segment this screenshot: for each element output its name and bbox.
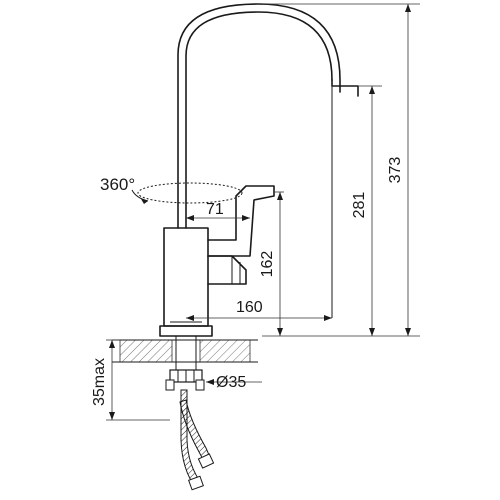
body-reach-label: 160 [236, 299, 263, 316]
spout-height-label: 281 [351, 192, 368, 219]
supply-hose-right [179, 399, 215, 491]
handle-height-label: 162 [259, 251, 276, 278]
dimension-spout-height [358, 85, 382, 336]
rotation-label: 360° [100, 175, 135, 194]
dimension-total-height [262, 3, 420, 337]
dimension-body-reach [186, 315, 332, 321]
faucet-body [159, 227, 213, 337]
hole-diameter-label: Ø35 [216, 374, 246, 391]
rotation-indicator [131, 182, 243, 204]
total-height-label: 373 [387, 157, 404, 184]
deck-thickness-label: 35max [91, 358, 108, 406]
faucet-spout [177, 3, 359, 318]
mounting-assembly [165, 335, 205, 391]
faucet-handle [207, 185, 275, 285]
countertop-section [112, 339, 258, 363]
dimension-spout-reach [186, 215, 250, 221]
dimension-hole-diameter [206, 379, 262, 385]
dimension-handle-height [274, 191, 284, 336]
spout-reach-label: 71 [206, 201, 224, 218]
dimension-deck-thickness [106, 339, 170, 421]
